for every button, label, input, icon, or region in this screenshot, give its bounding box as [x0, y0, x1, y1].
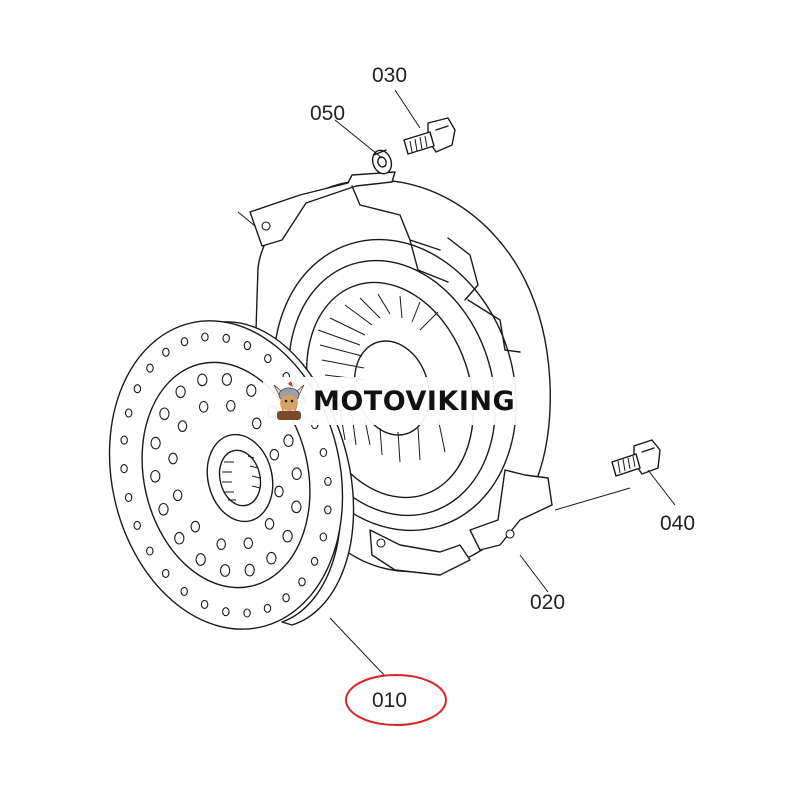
disc-rivet-hole — [263, 603, 272, 613]
lock-washer-050-drawing — [371, 149, 393, 175]
callout-020: 020 — [530, 591, 565, 614]
disc-rivet-hole — [269, 448, 280, 461]
disc-rivet-hole — [180, 337, 189, 347]
disc-rivet-hole — [161, 568, 170, 578]
leader-lines — [237, 89, 676, 677]
disc-rivet-hole — [133, 384, 142, 394]
disc-rivet-hole — [120, 464, 128, 474]
callout-050: 050 — [310, 102, 345, 125]
disc-rivet-hole — [219, 564, 231, 577]
disc-rivet-hole — [291, 467, 302, 481]
disc-rivet-hole — [162, 347, 170, 357]
disc-rivet-hole — [197, 373, 208, 387]
disc-rivet-hole — [198, 400, 209, 413]
disc-rivet-hole — [124, 492, 133, 503]
disc-rivet-hole — [146, 363, 154, 373]
disc-rivet-hole — [221, 373, 233, 386]
disc-rivet-hole — [274, 485, 284, 498]
disc-rivet-hole — [222, 607, 230, 617]
disc-rivet-hole — [222, 333, 230, 343]
disc-rivet-hole — [264, 518, 275, 530]
disc-rivet-hole — [324, 505, 332, 515]
disc-rivet-hole — [216, 538, 226, 551]
disc-rivet-hole — [175, 385, 186, 399]
disc-rivet-hole — [180, 586, 188, 596]
callout-030: 030 — [372, 64, 407, 87]
disc-rivet-hole — [120, 435, 128, 445]
disc-rivet-hole — [124, 408, 133, 418]
disc-rivet-hole — [251, 417, 262, 430]
disc-rivet-hole — [133, 520, 141, 530]
disc-rivet-hole — [201, 332, 209, 342]
disc-rivet-hole — [246, 384, 257, 397]
disc-rivet-hole — [159, 407, 170, 421]
disc-rivet-hole — [200, 599, 209, 609]
disc-rivet-hole — [282, 529, 293, 543]
disc-rivet-hole — [244, 563, 255, 577]
disc-rivet-hole — [319, 447, 328, 458]
disc-rivet-hole — [282, 593, 290, 603]
disc-rivet-hole — [266, 551, 277, 565]
brand-name: MOTOVIKING — [313, 385, 516, 417]
disc-rivet-hole — [174, 531, 185, 545]
disc-rivet-hole — [324, 476, 332, 486]
disc-rivet-hole — [190, 520, 201, 533]
disc-rivet-hole — [195, 553, 206, 566]
disc-rivet-hole — [298, 577, 306, 587]
callout-040: 040 — [660, 512, 695, 535]
disc-rivet-hole — [243, 608, 251, 618]
disc-rivet-hole — [150, 469, 161, 483]
disc-rivet-hole — [310, 556, 319, 566]
disc-rivet-hole — [146, 546, 154, 556]
viking-mascot-icon — [273, 381, 305, 420]
disc-rivet-hole — [243, 341, 252, 351]
disc-rivet-hole — [264, 354, 272, 364]
disc-rivet-hole — [150, 436, 161, 450]
disc-rivet-hole — [283, 434, 294, 448]
disc-rivet-hole — [168, 452, 178, 465]
brand-banner: MOTOVIKING — [263, 377, 535, 425]
disc-rivet-hole — [226, 399, 236, 412]
disc-rivet-hole — [291, 500, 302, 514]
bolt-040-drawing — [611, 439, 661, 477]
disc-rivet-hole — [319, 532, 328, 542]
disc-rivet-hole — [158, 502, 169, 516]
bolt-030-drawing — [403, 117, 456, 155]
callout-010-highlight — [345, 674, 447, 726]
disc-rivet-hole — [243, 537, 254, 550]
disc-rivet-hole — [172, 489, 183, 502]
disc-rivet-hole — [177, 420, 188, 432]
callout-010: 010 — [372, 689, 407, 712]
